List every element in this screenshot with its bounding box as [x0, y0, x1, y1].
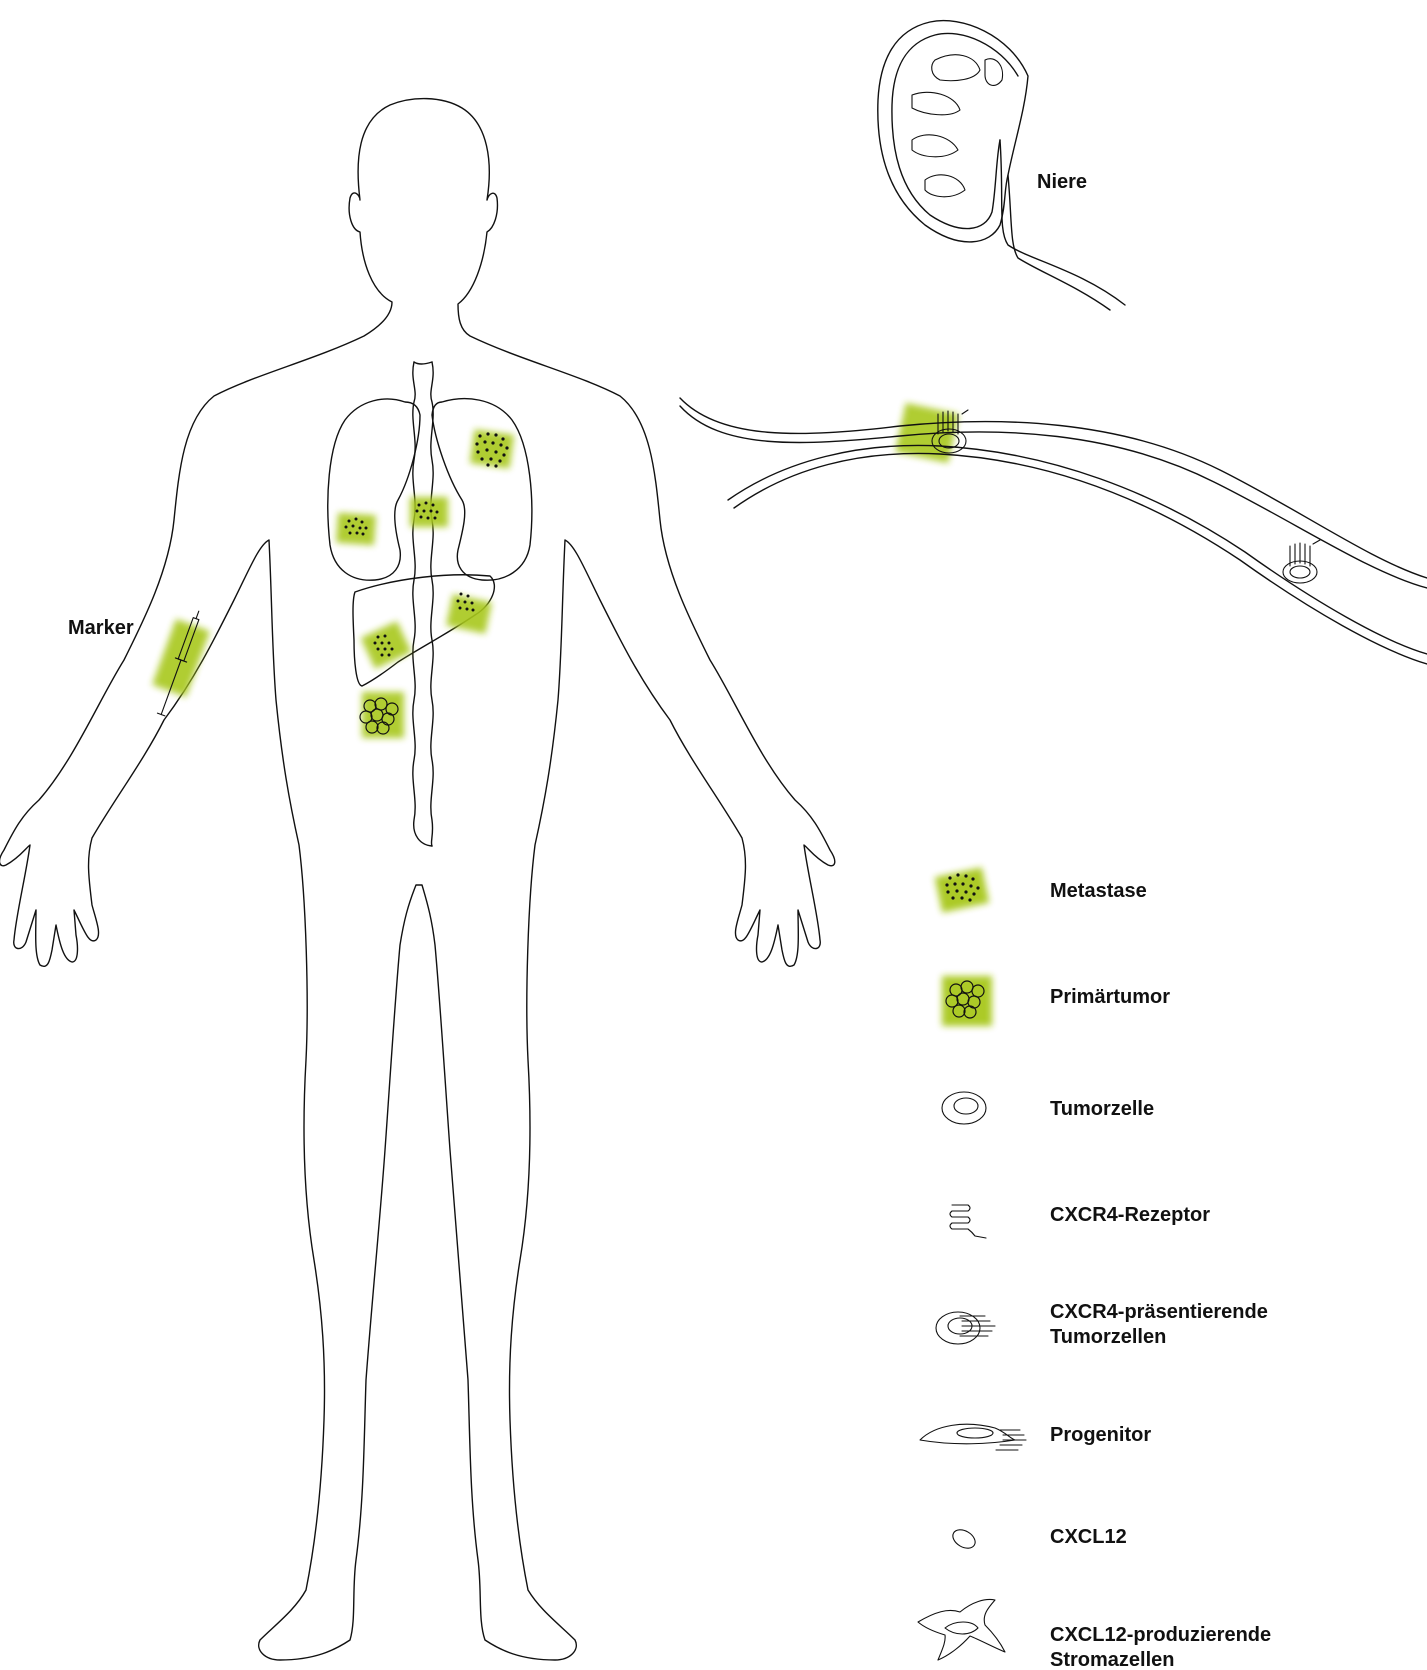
- legend-label-tumor-cell: Tumorzelle: [1050, 1098, 1154, 1120]
- legend-label-cxcl12: CXCL12: [1050, 1526, 1127, 1548]
- legend-item-cxcl12: CXCL12: [950, 1526, 1127, 1552]
- legend-label-cxcr4-receptor: CXCR4-Rezeptor: [1050, 1204, 1210, 1226]
- cxcl12-icon: [950, 1526, 979, 1552]
- legend-item-tumor-cell: Tumorzelle: [942, 1092, 1154, 1124]
- legend-item-stromal-cells: CXCL12-produzierende Stromazellen: [918, 1600, 1271, 1670]
- cxcr4-tumor-cell-icon: [936, 1312, 995, 1344]
- marker-label: Marker: [68, 617, 134, 639]
- kidney: [878, 21, 1125, 310]
- legend: Metastase Primärtumor Tumorzelle: [918, 867, 1271, 1670]
- legend-item-primary-tumor: Primärtumor: [942, 976, 1170, 1026]
- metastasis-icon: [935, 867, 989, 912]
- tumor-cell-icon: [942, 1092, 986, 1124]
- legend-item-cxcr4-tumor-cells: CXCR4-präsentierende Tumorzellen: [936, 1301, 1268, 1348]
- legend-label-metastasis: Metastase: [1050, 880, 1147, 902]
- legend-label-stromal-cells: CXCL12-produzierende: [1050, 1624, 1271, 1646]
- kidney-label: Niere: [1037, 171, 1087, 193]
- progenitor-icon: [920, 1424, 1026, 1450]
- legend-label-cxcr4-tumor-cells: CXCR4-präsentierende: [1050, 1301, 1268, 1323]
- spine: [413, 362, 433, 846]
- primary-tumor-icon: [942, 976, 992, 1026]
- legend-item-progenitor: Progenitor: [920, 1424, 1151, 1450]
- human-body-outline: [0, 99, 835, 1660]
- legend-label-stromal-cells-2: Stromazellen: [1050, 1649, 1174, 1670]
- legend-label-primary-tumor: Primärtumor: [1050, 986, 1170, 1008]
- body-highlights: [152, 429, 514, 738]
- blood-vessel: [680, 398, 1427, 664]
- legend-label-cxcr4-tumor-cells-2: Tumorzellen: [1050, 1326, 1166, 1348]
- legend-item-metastasis: Metastase: [935, 867, 1147, 912]
- legend-label-progenitor: Progenitor: [1050, 1424, 1151, 1446]
- lungs: [328, 399, 532, 581]
- legend-item-cxcr4-receptor: CXCR4-Rezeptor: [950, 1204, 1210, 1238]
- stromal-cell-icon: [918, 1600, 1005, 1661]
- cxcr4-receptor-icon: [950, 1205, 986, 1238]
